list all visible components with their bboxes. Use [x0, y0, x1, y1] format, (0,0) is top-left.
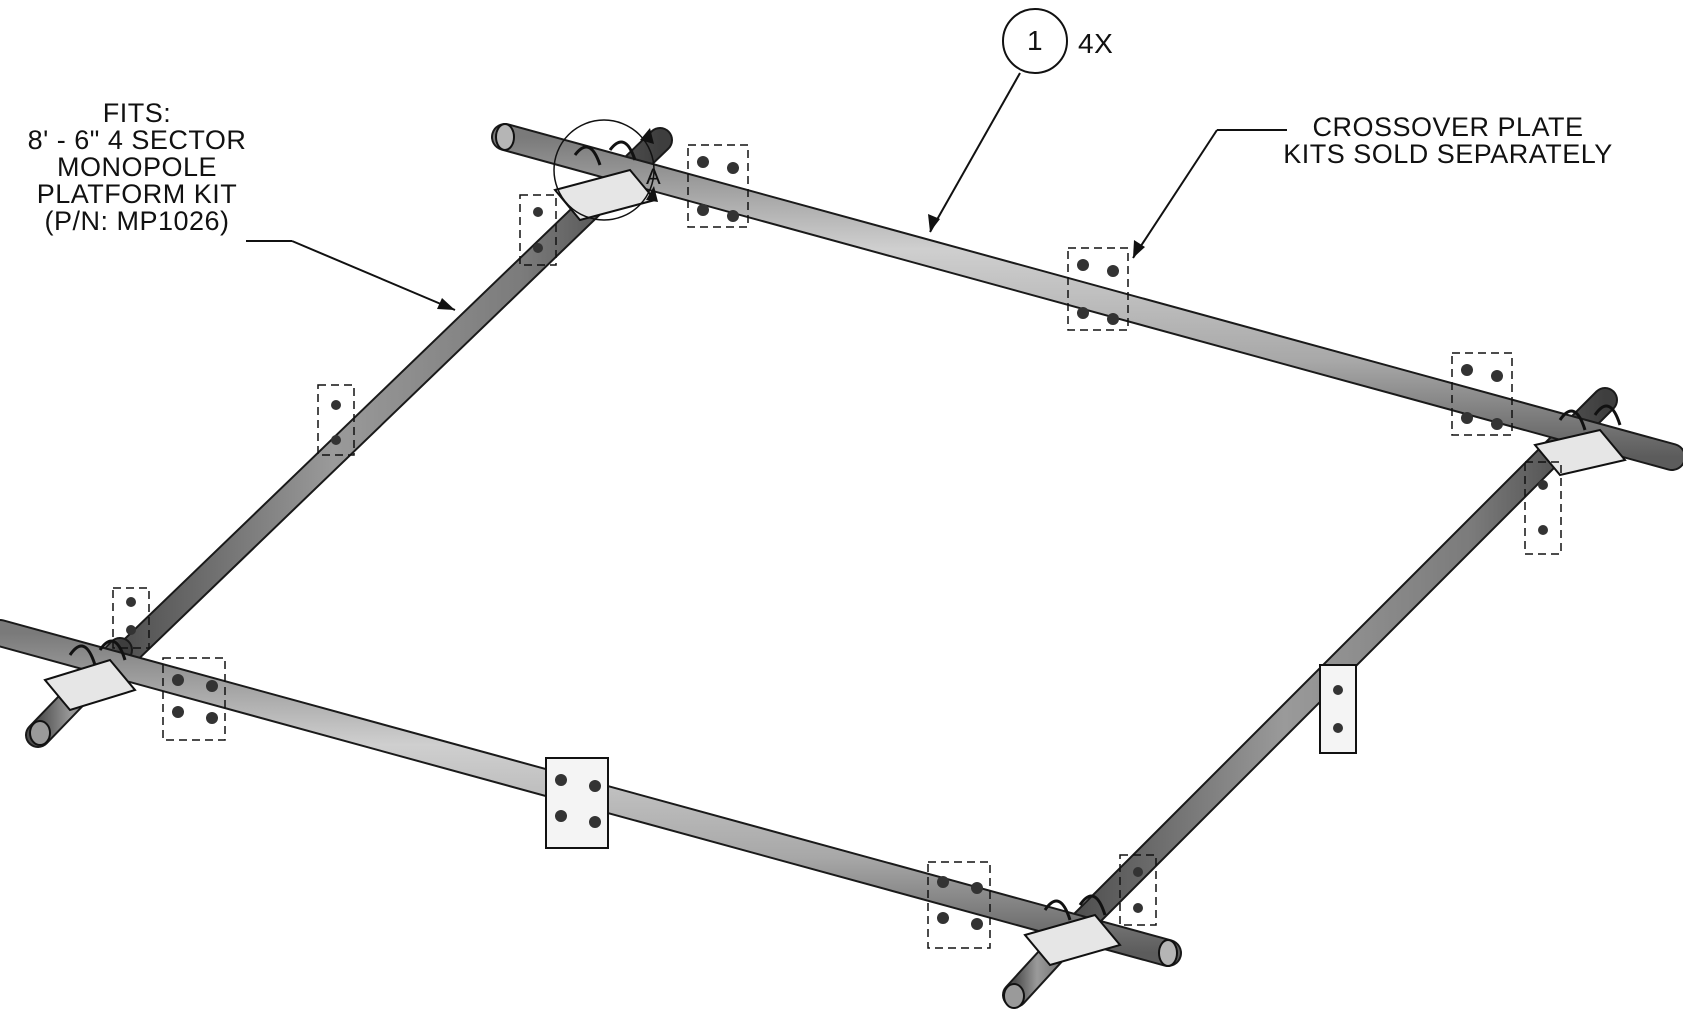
fits-note-line: (P/N: MP1026)	[44, 206, 230, 236]
corner-clamp-sw	[43, 639, 137, 712]
fits-note-line: PLATFORM KIT	[36, 179, 238, 209]
crossover-plate-bottom-2	[545, 757, 609, 849]
crossover-plate-bottom-1	[162, 657, 226, 741]
crossover-note-leader	[1132, 129, 1287, 259]
crossover-plate-left-3	[112, 587, 150, 649]
crossover-plate-top-3	[1451, 352, 1513, 436]
fits-note-leader	[246, 240, 456, 311]
crossover-plate-left-1	[317, 384, 355, 456]
fits-note-line: FITS:	[102, 98, 172, 128]
crossover-plate-left-2	[519, 194, 557, 266]
balloon-item-number: 1	[1026, 25, 1044, 56]
fits-note: FITS: 8' - 6" 4 SECTOR MONOPOLE PLATFORM…	[6, 100, 268, 235]
corner-clamp-ne	[1533, 404, 1627, 477]
crossover-plate-top-1	[687, 144, 749, 228]
crossover-note-line: KITS SOLD SEPARATELY	[1283, 139, 1613, 169]
detail-label: A	[646, 164, 662, 189]
item-balloon	[928, 8, 1068, 233]
balloon-quantity: 4X	[1078, 28, 1114, 59]
crossover-plate-right-1	[1319, 664, 1357, 754]
top-rail	[491, 123, 1683, 471]
crossover-note: CROSSOVER PLATE KITS SOLD SEPARATELY	[1278, 114, 1618, 168]
crossover-plate-right-2	[1524, 461, 1562, 555]
crossover-plate-bottom-3	[927, 861, 991, 949]
corner-clamp-se	[1023, 894, 1122, 967]
fits-note-line: MONOPOLE	[56, 152, 218, 182]
crossover-note-line: CROSSOVER PLATE	[1312, 112, 1584, 142]
crossover-plate-top-2	[1067, 247, 1129, 331]
crossover-plate-right-3	[1119, 854, 1157, 926]
detail-circle-a	[553, 119, 658, 221]
fits-note-line: 8' - 6" 4 SECTOR	[27, 125, 247, 155]
